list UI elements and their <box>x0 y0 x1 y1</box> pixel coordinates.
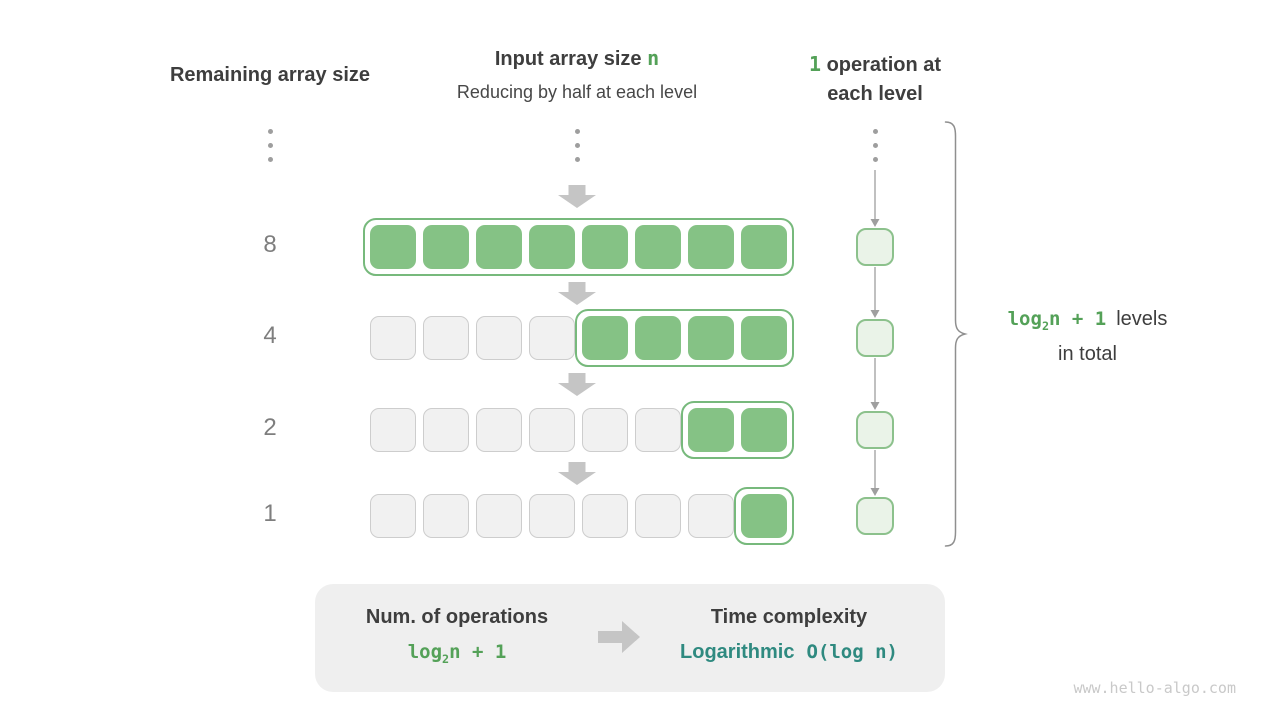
ellipsis-dot <box>574 143 580 148</box>
header-input-line2: Reducing by half at each level <box>456 82 698 102</box>
row-label: 4 <box>263 322 277 349</box>
header-ops-line2: each level <box>827 83 923 105</box>
ellipsis-dot <box>872 129 878 134</box>
levels-formula: log2n + 1 <box>1007 308 1107 333</box>
operation-box <box>856 319 894 357</box>
array-cell-active <box>423 225 469 269</box>
array-cell-empty <box>635 408 681 452</box>
ellipsis-dot <box>574 157 580 162</box>
down-arrow-icon <box>558 185 596 208</box>
levels-line2: in total <box>1058 342 1117 365</box>
array-cell-empty <box>476 316 522 360</box>
watermark: www.hello-algo.com <box>1073 679 1236 697</box>
ellipsis-dot <box>267 129 273 134</box>
array-cell-empty <box>476 494 522 538</box>
operation-box <box>856 411 894 449</box>
summary-complexity-value: Logarithmic O(log n) <box>655 641 923 664</box>
summary-complexity: Time complexity Logarithmic O(log n) <box>655 606 923 664</box>
array-cell-active <box>741 225 787 269</box>
summary-operations-title: Num. of operations <box>365 606 549 628</box>
array-cell-empty <box>370 408 416 452</box>
array-cell-empty <box>529 408 575 452</box>
array-cell-active <box>741 408 787 452</box>
down-arrow-icon <box>558 282 596 305</box>
array-cell-empty <box>423 316 469 360</box>
row-label: 1 <box>263 500 277 527</box>
array-cell-empty <box>370 494 416 538</box>
summary-formula-base: log <box>407 641 443 663</box>
array-cell-active <box>635 225 681 269</box>
implies-arrow-icon <box>598 621 640 653</box>
array-cell-empty <box>476 408 522 452</box>
ellipsis-dot <box>872 143 878 148</box>
ellipsis-dot <box>267 157 273 162</box>
summary-formula-rest: n + 1 <box>449 641 507 663</box>
operation-box <box>856 497 894 535</box>
summary-operations: Num. of operations log2n + 1 <box>337 606 577 666</box>
summary-complexity-title: Time complexity <box>710 606 868 628</box>
levels-line1: log2n + 1 levels <box>985 305 1190 340</box>
ellipsis-dot <box>872 157 878 162</box>
array-cell-empty <box>529 494 575 538</box>
summary-box: Num. of operations log2n + 1 Time comple… <box>315 584 945 692</box>
array-cell-active <box>741 494 787 538</box>
header-ops-line1-text: operation at <box>821 54 942 76</box>
header-input-line1: Input array size n <box>427 46 727 71</box>
down-arrow-icon <box>558 462 596 485</box>
operation-box <box>856 228 894 266</box>
array-cell-empty <box>529 316 575 360</box>
levels-text: levels <box>1116 308 1168 330</box>
array-cell-active <box>582 316 628 360</box>
array-cell-active <box>635 316 681 360</box>
levels-brace <box>944 121 968 547</box>
down-arrow-icon <box>558 373 596 396</box>
array-cell-empty <box>370 316 416 360</box>
one-highlight: 1 <box>808 52 822 76</box>
levels-formula-rest: n + 1 <box>1049 308 1107 330</box>
array-cell-empty <box>423 408 469 452</box>
array-cell-active <box>370 225 416 269</box>
header-ops-line1: 1 operation at <box>775 50 975 80</box>
levels-formula-sub: 2 <box>1041 318 1050 333</box>
array-cell-active <box>741 316 787 360</box>
header-input-array-size: Input array size n Reducing by half at e… <box>427 46 727 103</box>
row-label: 2 <box>263 414 277 441</box>
array-cell-empty <box>423 494 469 538</box>
summary-complexity-name: Logarithmic <box>680 641 795 663</box>
levels-annotation: log2n + 1 levels in total <box>985 305 1190 368</box>
array-cell-active <box>476 225 522 269</box>
summary-formula-sub: 2 <box>442 651 450 666</box>
array-cell-empty <box>635 494 681 538</box>
summary-complexity-bigO: O(log n) <box>806 641 898 663</box>
array-cell-active <box>582 225 628 269</box>
array-cell-empty <box>582 494 628 538</box>
array-cell-empty <box>688 494 734 538</box>
n-highlight: n <box>647 46 660 70</box>
row-label: 8 <box>263 231 277 258</box>
levels-formula-base: log <box>1007 308 1042 330</box>
ellipsis-dot <box>267 143 273 148</box>
array-cell-active <box>688 225 734 269</box>
header-operation-per-level: 1 operation at each level <box>775 50 975 109</box>
header-input-prefix: Input array size <box>494 48 648 70</box>
array-cell-empty <box>582 408 628 452</box>
array-cell-active <box>688 316 734 360</box>
array-cell-active <box>688 408 734 452</box>
header-remaining-array-size: Remaining array size <box>130 64 410 87</box>
ellipsis-dot <box>574 129 580 134</box>
header-remaining-text: Remaining array size <box>169 64 371 86</box>
array-cell-active <box>529 225 575 269</box>
summary-operations-formula: log2n + 1 <box>337 641 577 666</box>
